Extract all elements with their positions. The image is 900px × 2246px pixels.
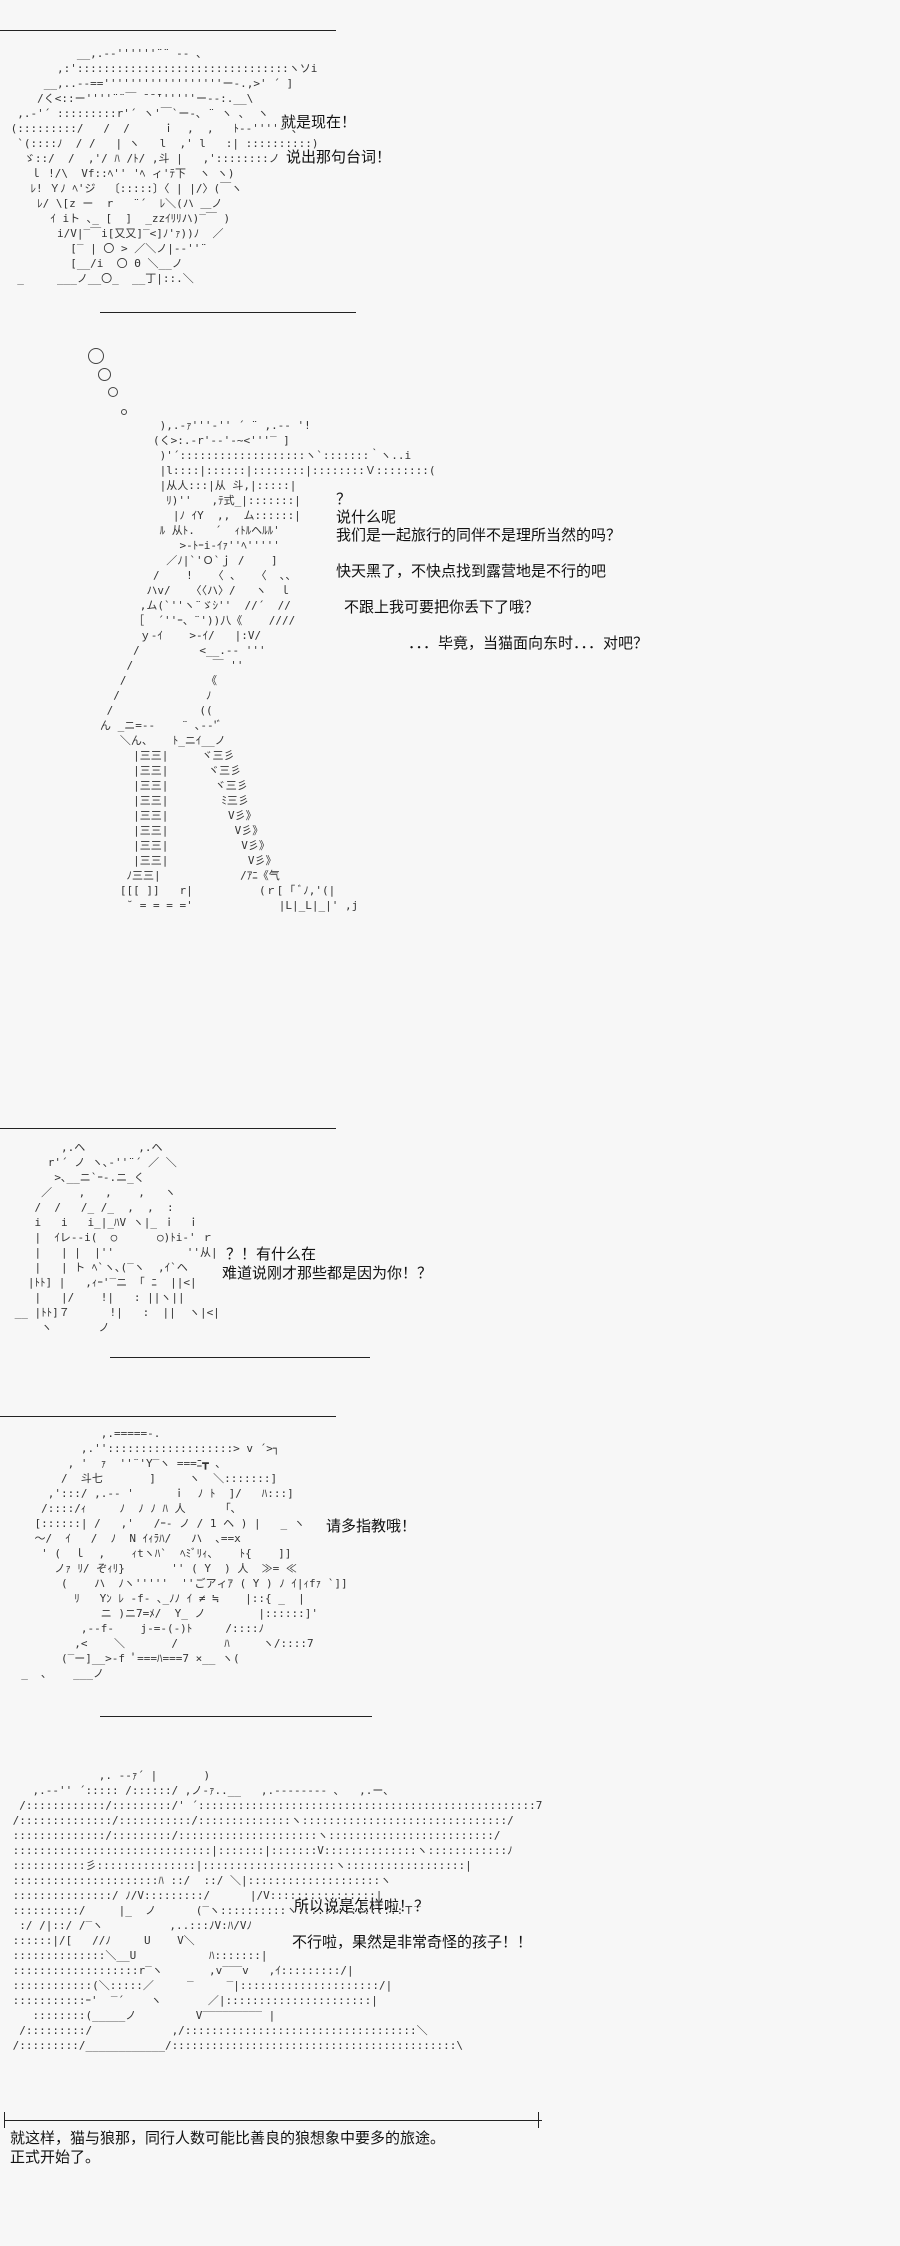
dialogue-line: 说出那句台词！ (286, 148, 392, 166)
panel-divider (0, 1416, 336, 1417)
dialogue-line: 就是现在！ (281, 113, 357, 131)
narration-line: 正式开始了。 (10, 2148, 101, 2166)
dialogue-line: 难道说刚才那些都是因为你！？ (222, 1264, 433, 1282)
panel-ground-line (110, 1357, 370, 1358)
character-art: ),.-ｧ'''‐'' ´ ¨ ,.-‐ '! (く>:.-r'‐‐'‐~<''… (100, 419, 436, 912)
dialogue-line: 说什么呢 (336, 508, 397, 526)
dialogue-line: ？！有什么在 (226, 1245, 317, 1263)
dialogue-line: ．．．毕竟，当猫面向东时．．．对吧？ (408, 634, 649, 652)
character-art: ,.=====-. ,.'':::::::::::::::::::> v ´>┐… (21, 1427, 348, 1680)
thought-bubble (108, 387, 118, 397)
dialogue-line: 请多指教哦！ (326, 1517, 417, 1535)
character-art: __,.-‐''''''¨¨ ‐- 、 ,:':::::::::::::::::… (10, 47, 319, 285)
dialogue-line: 快天黑了，不快点找到露营地是不行的吧 (336, 562, 607, 580)
character-art: ,.ヘ ,.ヘ r'´ ノ ヽ､‐''¨´ ／ ＼ >､__ニ`ｰ-.ニ_く ／… (14, 1141, 220, 1334)
dialogue-line: 不跟上我可要把你丢下了哦？ (344, 598, 540, 616)
panel-ground-line (100, 312, 356, 313)
thought-bubble (98, 368, 111, 381)
rule-end-tick (538, 2112, 539, 2128)
panel-divider (0, 30, 336, 31)
thought-bubble (88, 348, 104, 364)
rule-end-tick (4, 2112, 5, 2128)
panel-ground-line (4, 2120, 542, 2121)
panel-ground-line (100, 1716, 372, 1717)
dialogue-line: 我们是一起旅行的同伴不是理所当然的吗？ (336, 526, 622, 544)
character-art: ,. --ｧ´ | ) ,.-‐'' ´::::: /::::::/ ,ノ-ｧ.… (12, 1769, 543, 2052)
dialogue-line: 不行啦，果然是非常奇怪的孩子！！ (292, 1933, 533, 1951)
thought-bubble (121, 409, 127, 415)
narration-line: 就这样，猫与狼那，同行人数可能比善良的狼想象中要多的旅途。 (10, 2129, 446, 2147)
panel-divider (0, 1128, 336, 1129)
dialogue-line: 所以说是怎样啦！？ (294, 1897, 430, 1915)
dialogue-line: ？ (336, 490, 352, 508)
